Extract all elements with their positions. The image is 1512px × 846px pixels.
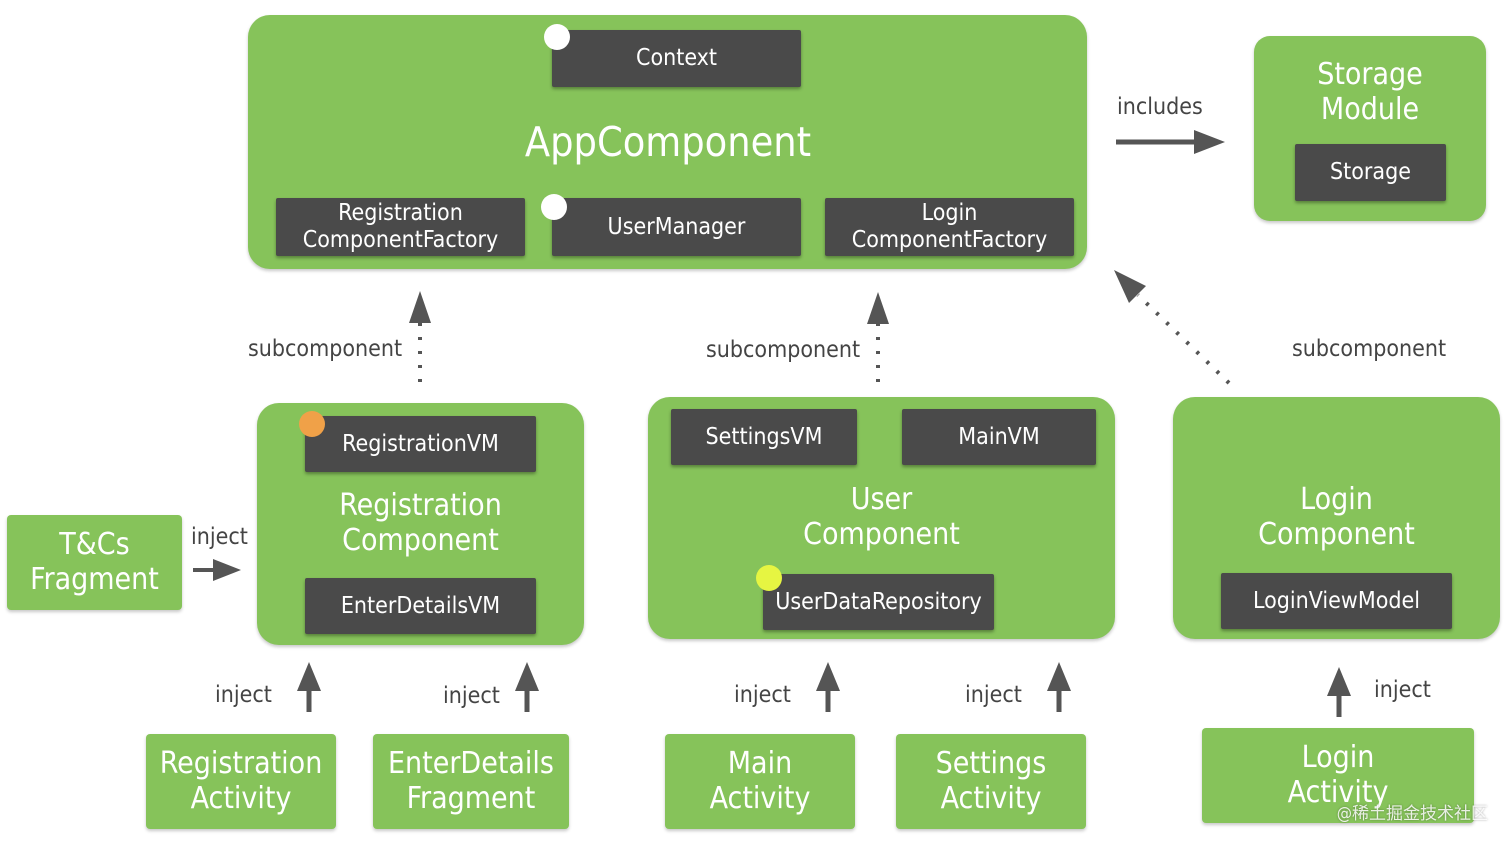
context-white-dot — [544, 24, 570, 50]
watermark: @稀土掘金技术社区 — [1336, 804, 1488, 824]
inject-login-arrow-head — [1327, 667, 1351, 696]
subcomponent-arrow-head-1 — [409, 291, 431, 323]
registration-component-factory-chip: Registration ComponentFactory — [276, 198, 525, 256]
settings-activity-box — [896, 734, 1086, 829]
main-vm-chip: MainVM — [902, 409, 1096, 465]
inject-registration-label: inject — [215, 682, 272, 708]
user-data-repository-yellow-dot — [756, 565, 782, 591]
login-component-title: Login Component — [1258, 482, 1415, 552]
user-data-repository-chip: UserDataRepository — [763, 574, 994, 630]
registration-activity-title: Registration Activity — [159, 746, 323, 816]
inject-tcs-arrow-head — [213, 559, 241, 581]
registration-activity-box — [146, 734, 336, 829]
user-manager-white-dot — [541, 194, 567, 220]
storage-chip: Storage — [1295, 144, 1446, 201]
main-activity-title: Main Activity — [709, 746, 811, 816]
inject-enter-details-label: inject — [443, 683, 500, 709]
enter-details-fragment-title: EnterDetails Fragment — [387, 746, 554, 816]
registration-component-title: Registration Component — [339, 488, 502, 558]
settings-vm-chip: SettingsVM — [671, 409, 857, 465]
login-activity-box — [1202, 728, 1474, 823]
login-activity-title: Login Activity — [1287, 740, 1389, 810]
inject-settings-label: inject — [965, 682, 1022, 708]
registration-vm-orange-dot — [299, 411, 325, 437]
registration-vm-chip: RegistrationVM — [305, 416, 536, 472]
tcs-fragment-box — [7, 515, 182, 610]
subcomponent-label-1: subcomponent — [248, 336, 403, 362]
inject-login-label: inject — [1374, 677, 1431, 703]
inject-registration-arrow-head — [297, 662, 321, 691]
app-component-title: AppComponent — [524, 118, 812, 166]
storage-module-title: Storage Module — [1317, 57, 1423, 127]
inject-main-arrow-head — [816, 662, 840, 691]
inject-settings-arrow-head — [1047, 662, 1071, 691]
includes-label: includes — [1117, 94, 1203, 120]
subcomponent-arrow-head-2 — [867, 292, 889, 324]
enter-details-fragment-box — [373, 734, 569, 829]
settings-activity-title: Settings Activity — [935, 746, 1047, 816]
subcomponent-label-3: subcomponent — [1292, 336, 1447, 362]
subcomponent-label-2: subcomponent — [706, 337, 861, 363]
inject-enter-details-arrow-head — [515, 662, 539, 691]
subcomponent-arrow-head-3 — [1114, 270, 1146, 303]
tcs-fragment-title: T&Cs Fragment — [30, 527, 159, 597]
main-activity-box — [665, 734, 855, 829]
subcomponent-arrow-line-3 — [1136, 293, 1231, 385]
user-manager-chip: UserManager — [552, 198, 801, 256]
login-component-factory-chip: Login ComponentFactory — [825, 198, 1074, 256]
login-view-model-chip: LoginViewModel — [1221, 573, 1452, 629]
inject-tcs-label: inject — [191, 524, 248, 550]
inject-main-label: inject — [734, 682, 791, 708]
includes-arrow-head — [1194, 130, 1225, 154]
user-component-title: User Component — [803, 482, 960, 552]
context-chip: Context — [552, 30, 801, 87]
enter-details-vm-chip: EnterDetailsVM — [305, 578, 536, 634]
